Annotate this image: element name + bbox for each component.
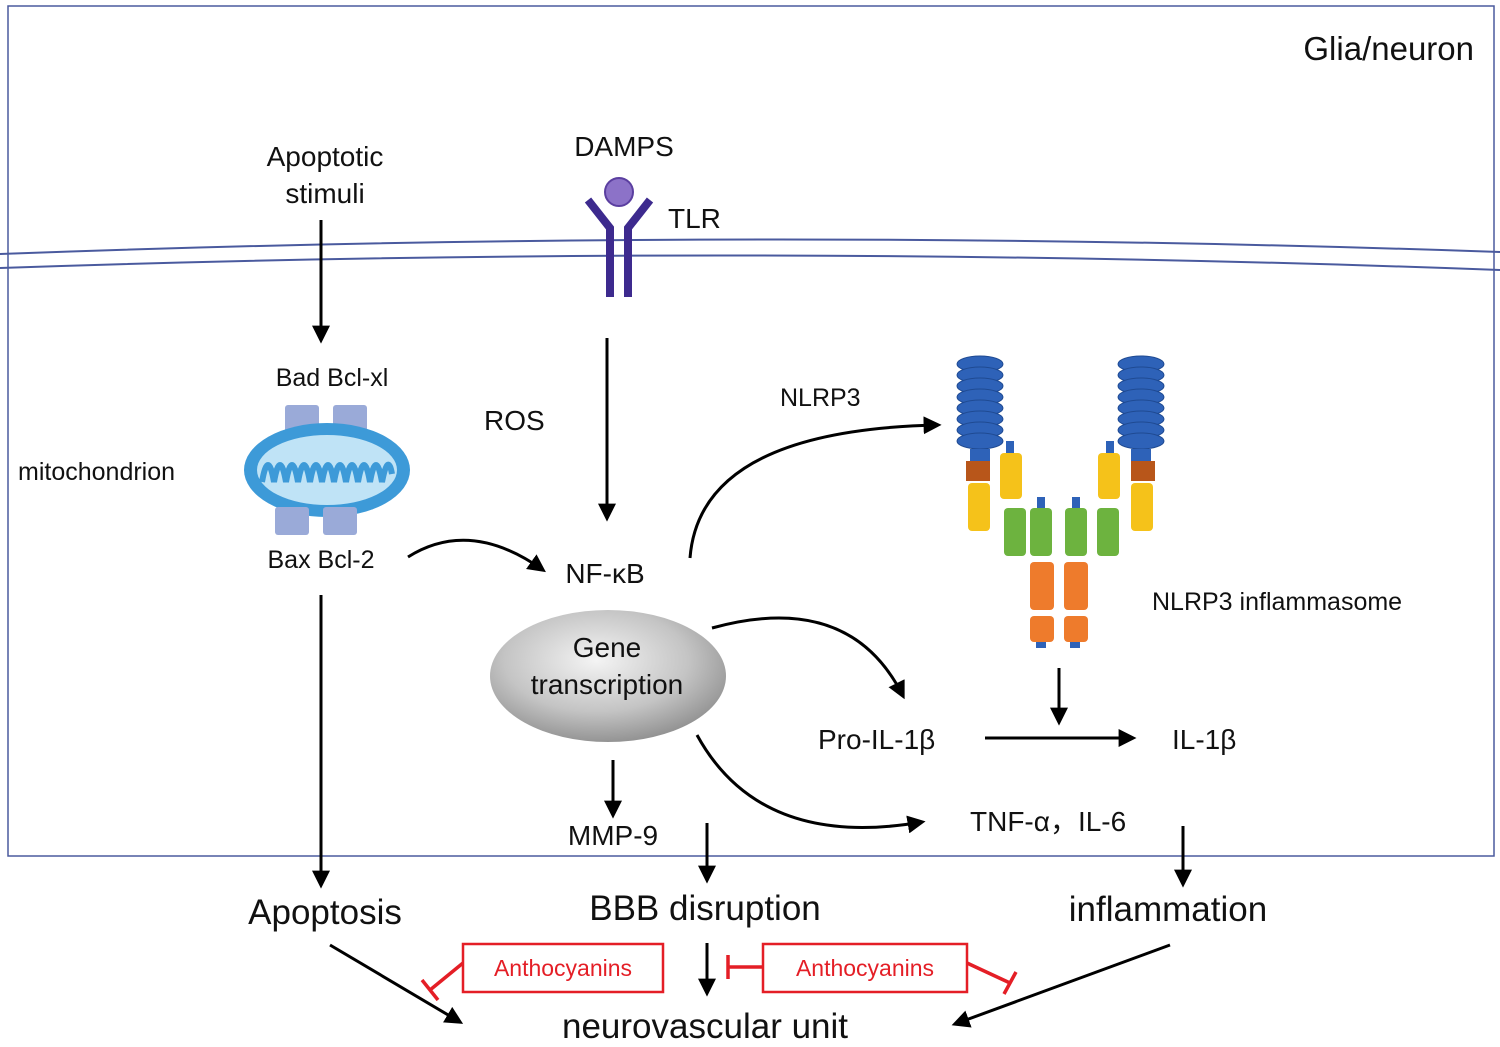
- label-bax-bcl2: Bax Bcl-2: [268, 546, 375, 574]
- mitochondrion-icon: [244, 405, 410, 535]
- label-stimuli: stimuli: [285, 178, 364, 209]
- label-mmp9: MMP-9: [568, 820, 658, 851]
- inhibit-line-left: [428, 961, 465, 992]
- inhibit-bar-left: [420, 978, 440, 1002]
- label-ros: ROS: [484, 405, 545, 436]
- tlr-receptor-icon: [584, 177, 654, 297]
- label-nfkb: NF-κB: [565, 558, 644, 589]
- label-anthocyanins-right: Anthocyanins: [796, 955, 934, 981]
- anthocyanins-box-right: [761, 942, 969, 994]
- label-tlr: TLR: [668, 203, 721, 234]
- inhibit-line-right: [966, 961, 1011, 985]
- anthocyanins-box-left: [461, 942, 665, 994]
- label-inflammation: inflammation: [1069, 890, 1267, 929]
- label-gene: Gene: [573, 632, 642, 663]
- label-apoptosis: Apoptosis: [248, 893, 402, 932]
- arrow-bax-to-nfkb: [407, 538, 546, 573]
- arrow-gene-to-tnf: [695, 734, 926, 834]
- arrow-nfkb-to-nlrp3: [688, 416, 942, 559]
- label-il1b: IL-1β: [1172, 724, 1236, 755]
- inhibit-bar-right: [1002, 971, 1018, 995]
- label-neurovascular-unit: neurovascular unit: [562, 1007, 848, 1046]
- label-bad-bclxl: Bad Bcl-xl: [276, 364, 389, 392]
- label-tnf-il6: TNF-α，IL-6: [970, 806, 1126, 837]
- label-apoptotic: Apoptotic: [267, 141, 384, 172]
- arrow-inflammation-to-nvu: [951, 943, 1171, 1028]
- label-transcription: transcription: [531, 669, 684, 700]
- label-pro-il1b: Pro-IL-1β: [818, 724, 935, 755]
- label-mitochondrion: mitochondrion: [18, 458, 175, 486]
- label-anthocyanins-left: Anthocyanins: [494, 955, 632, 981]
- nlrp3-inflammasome-icon: [956, 355, 1165, 648]
- cell-label: Glia/neuron: [1303, 30, 1474, 67]
- label-damps: DAMPS: [574, 131, 674, 162]
- nucleus-ellipse-icon: [490, 610, 726, 742]
- cell-membrane-inner: [0, 254, 1500, 271]
- arrow-gene-to-pro-il1b: [711, 616, 905, 700]
- label-nlrp3: NLRP3: [780, 384, 861, 412]
- arrow-apoptosis-to-nvu: [329, 943, 464, 1024]
- cell-boundary: [7, 5, 1495, 857]
- label-bbb-disruption: BBB disruption: [589, 889, 821, 928]
- cell-membrane-outer: [0, 238, 1500, 255]
- label-nlrp3-inflammasome: NLRP3 inflammasome: [1152, 588, 1402, 616]
